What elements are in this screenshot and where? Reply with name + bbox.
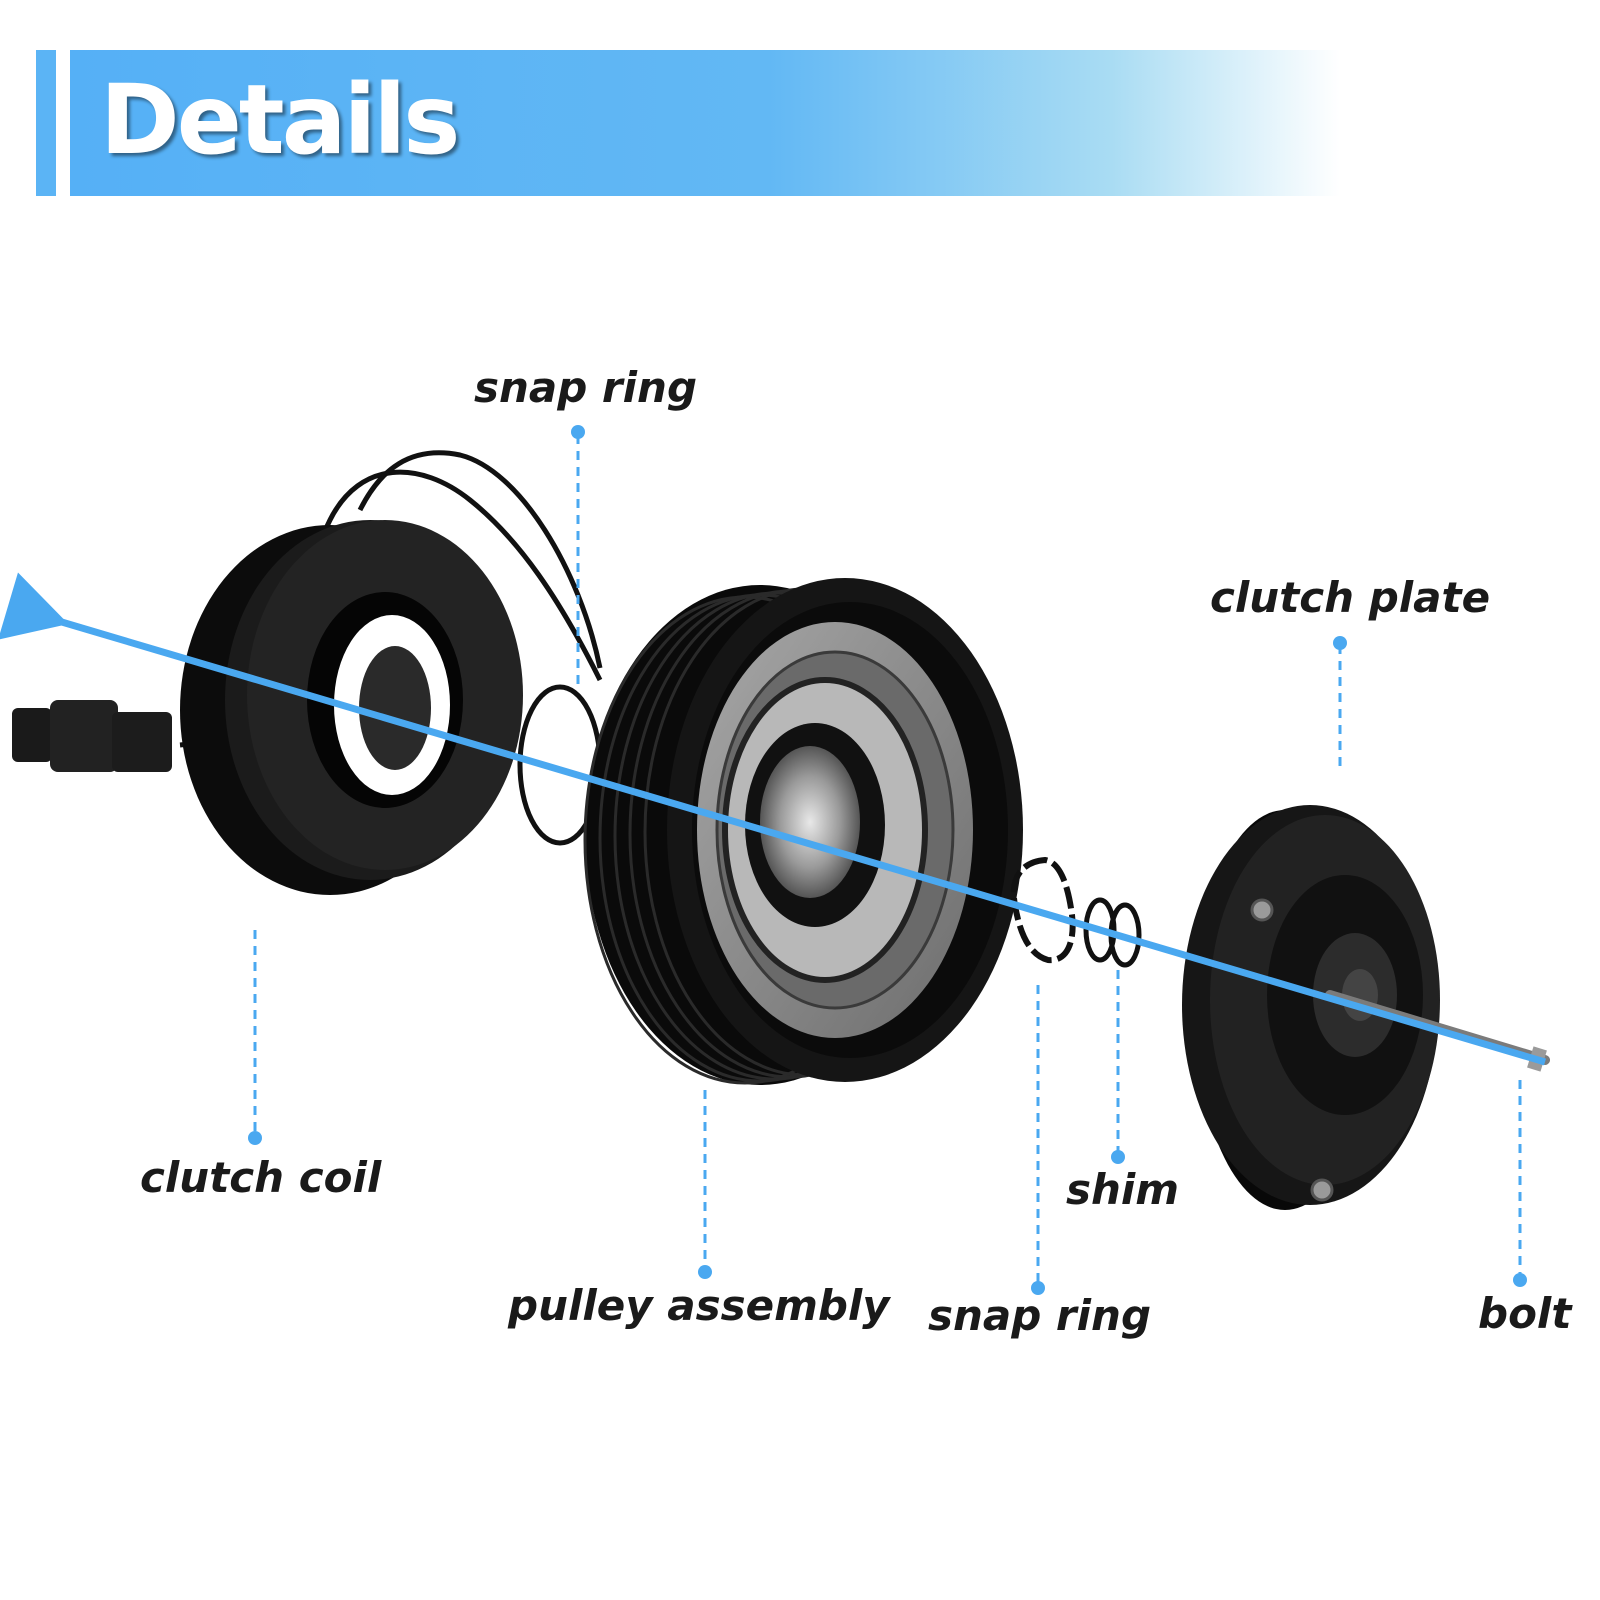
banner-accent-bar (36, 50, 56, 196)
leader-dots (248, 425, 1527, 1295)
clutch-plate-part (1182, 805, 1440, 1210)
assembly-axis-arrow (0, 572, 1546, 1066)
coil-connector (12, 700, 172, 772)
page-title: Details (100, 64, 460, 176)
label-clutch-coil: clutch coil (140, 1153, 382, 1202)
leader-lines (253, 435, 1522, 1285)
label-clutch-plate: clutch plate (1210, 573, 1491, 622)
snap-ring-bottom-part (1010, 856, 1076, 964)
label-snap-ring-bottom: snap ring (928, 1291, 1152, 1340)
label-pulley-assembly: pulley assembly (508, 1281, 890, 1330)
label-snap-ring-top: snap ring (474, 363, 698, 412)
header-banner (70, 50, 1340, 196)
pulley-assembly-part (583, 578, 1023, 1085)
label-bolt: bolt (1478, 1289, 1572, 1338)
clutch-coil-part (180, 520, 523, 895)
label-shim: shim (1066, 1165, 1180, 1214)
